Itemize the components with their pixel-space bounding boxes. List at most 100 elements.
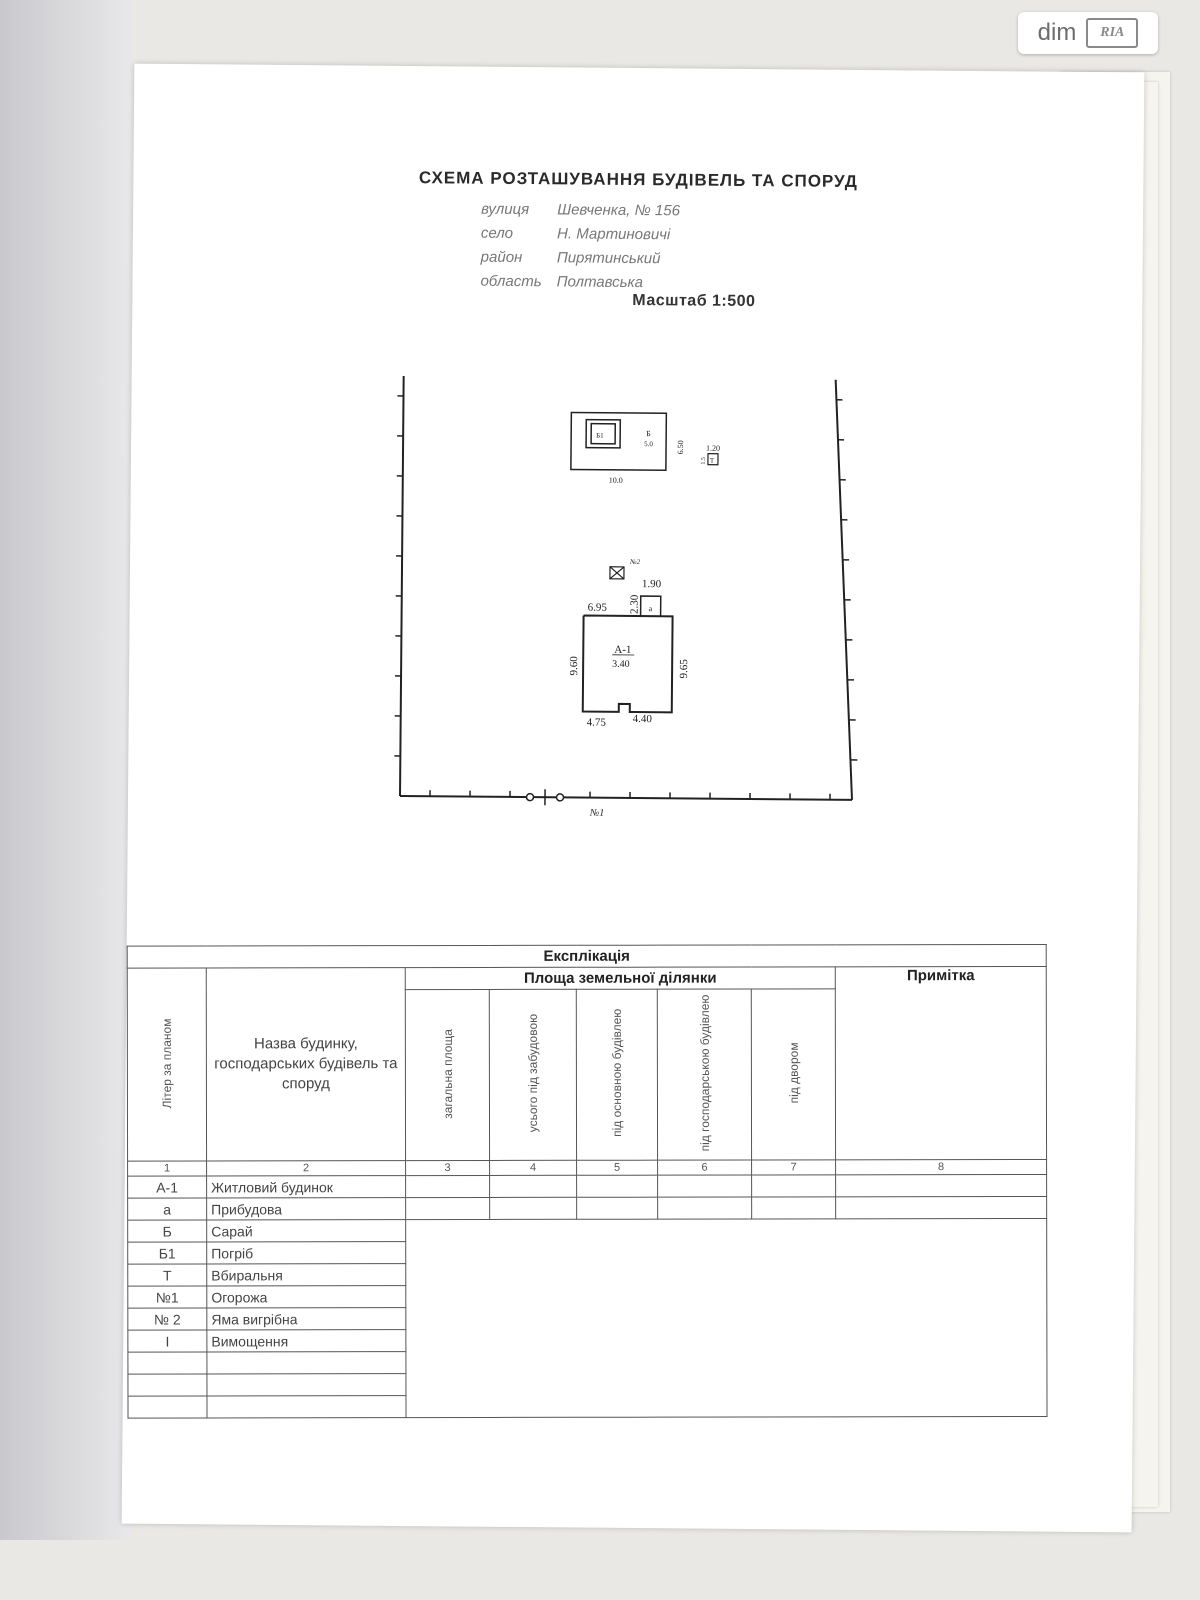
ext-label: а <box>649 604 653 613</box>
toilet-t <box>707 453 719 466</box>
col-number: 8 <box>835 1159 1047 1175</box>
barn-b <box>570 411 668 472</box>
folder-cover <box>0 0 132 1540</box>
cell <box>835 1196 1047 1219</box>
cell <box>751 1196 836 1219</box>
scale-label: Масштаб 1:500 <box>632 291 756 311</box>
site-plan: №1 Б1 Б 5.0 10.0 6.50 Т 1.20 1.5 №2 А-1 … <box>394 375 858 819</box>
address-value: Шевченка, № 156 <box>557 201 681 220</box>
cell <box>657 1174 752 1198</box>
address-key: вулиця <box>481 200 530 219</box>
toilet-side-dim: 1.5 <box>701 457 707 465</box>
watermark-dim-text: dim <box>1037 19 1077 46</box>
col-aux-text: під господарською будівлею <box>697 994 712 1152</box>
house-label: А-1 <box>614 644 631 656</box>
house-sub-label: 3.40 <box>612 659 630 670</box>
note-header: Примітка <box>835 966 1047 1160</box>
row-code: а <box>127 1197 207 1221</box>
blank-area <box>405 1218 1048 1418</box>
plot-boundary <box>399 375 853 801</box>
address-value: Пирятинський <box>556 249 661 268</box>
cell <box>405 1175 490 1198</box>
cell <box>489 1197 577 1220</box>
col-number: 5 <box>576 1160 658 1176</box>
col-litera-header: Літер за планом <box>127 967 207 1162</box>
col-total-header: загальна площа <box>405 989 490 1161</box>
row-code: І <box>127 1329 207 1353</box>
col-yard-text: під двором <box>786 1042 801 1104</box>
row-code: №1 <box>127 1285 207 1309</box>
house-bottom-right-dim: 4.40 <box>633 713 653 725</box>
col-litera-text: Літер за планом <box>159 1018 174 1108</box>
address-value: Полтавська <box>556 273 644 292</box>
row-name: Яма вигрібна <box>206 1307 406 1330</box>
row-code: Б <box>127 1219 207 1243</box>
row-code: Т <box>127 1263 207 1287</box>
fence-label: №1 <box>589 808 605 819</box>
explication-table: Експлікація Літер за планом Назва будинк… <box>127 944 1048 1419</box>
address-key: район <box>480 248 523 267</box>
cell <box>657 1196 752 1220</box>
barn-height-dim: 6.50 <box>676 440 685 454</box>
cell <box>489 1175 577 1198</box>
row-code <box>127 1373 207 1397</box>
address-street: вулиця Шевченка, № 156 <box>481 201 680 220</box>
table-row: Б Сарай <box>127 1218 1048 1418</box>
cell <box>576 1175 658 1198</box>
row-name: Прибудова <box>206 1197 406 1220</box>
row-name: Огорожа <box>206 1285 406 1308</box>
ext-width-dim: 1.90 <box>642 578 662 590</box>
col-number: 4 <box>489 1160 577 1176</box>
cell <box>835 1174 1047 1197</box>
row-name: Вимощення <box>206 1329 406 1352</box>
land-area-group-header: Площа земельної ділянки <box>405 966 836 990</box>
address-key: область <box>480 272 542 291</box>
table-row: А-1 Житловий будинок <box>127 1174 1047 1199</box>
dimria-watermark: dim RIA <box>1018 12 1158 54</box>
row-code <box>127 1351 207 1375</box>
row-code: Б1 <box>127 1241 207 1265</box>
col-number: 1 <box>127 1160 207 1177</box>
barn-width-dim: 10.0 <box>609 476 623 485</box>
col-built-text: усього під забудовою <box>525 1014 541 1133</box>
address-region: область Полтавська <box>480 273 643 291</box>
col-number: 2 <box>206 1160 406 1176</box>
document-page: СХЕМА РОЗТАШУВАННЯ БУДІВЕЛЬ ТА СПОРУД ву… <box>121 63 1145 1533</box>
explication-title: Експлікація <box>127 944 1047 969</box>
row-name: Сарай <box>206 1219 406 1242</box>
toilet-dim: 1.20 <box>706 444 720 453</box>
gate <box>525 789 565 806</box>
cell <box>751 1174 836 1197</box>
house-a1 <box>581 595 674 714</box>
barn-b-label: Б <box>646 429 651 438</box>
address-key: село <box>480 224 514 242</box>
address-village: село Н. Мартиновичі <box>481 225 671 244</box>
document-title: СХЕМА РОЗТАШУВАННЯ БУДІВЕЛЬ ТА СПОРУД <box>418 168 859 191</box>
col-main-text: під основною будівлею <box>609 1009 625 1138</box>
col-aux-header: під господарською будівлею <box>657 988 752 1161</box>
toilet-label: Т <box>710 457 715 465</box>
row-name <box>206 1351 406 1374</box>
col-name-header: Назва будинку, господарських будівель та… <box>206 967 406 1161</box>
house-top-dim: 6.95 <box>588 602 608 614</box>
row-code: А-1 <box>127 1175 207 1199</box>
ria-logo-icon: RIA <box>1086 18 1139 48</box>
row-name <box>206 1395 407 1418</box>
cell <box>576 1197 658 1220</box>
col-number: 7 <box>751 1159 836 1175</box>
cell <box>405 1197 490 1220</box>
house-right-dim: 9.65 <box>678 659 690 679</box>
row-name <box>206 1373 406 1396</box>
col-built-header: усього під забудовою <box>489 989 577 1161</box>
house-bottom-left-dim: 4.75 <box>587 717 607 729</box>
house-left-dim: 9.60 <box>568 656 580 676</box>
col-number: 3 <box>405 1160 490 1176</box>
row-code <box>127 1395 208 1419</box>
address-district: район Пирятинський <box>481 249 661 268</box>
address-value: Н. Мартиновичі <box>557 225 671 244</box>
pit-label: №2 <box>629 558 641 566</box>
boundary-ticks <box>394 395 858 800</box>
row-name: Житловий будинок <box>206 1175 406 1198</box>
ext-height-dim: 2.30 <box>629 594 641 614</box>
col-number: 6 <box>657 1159 752 1176</box>
